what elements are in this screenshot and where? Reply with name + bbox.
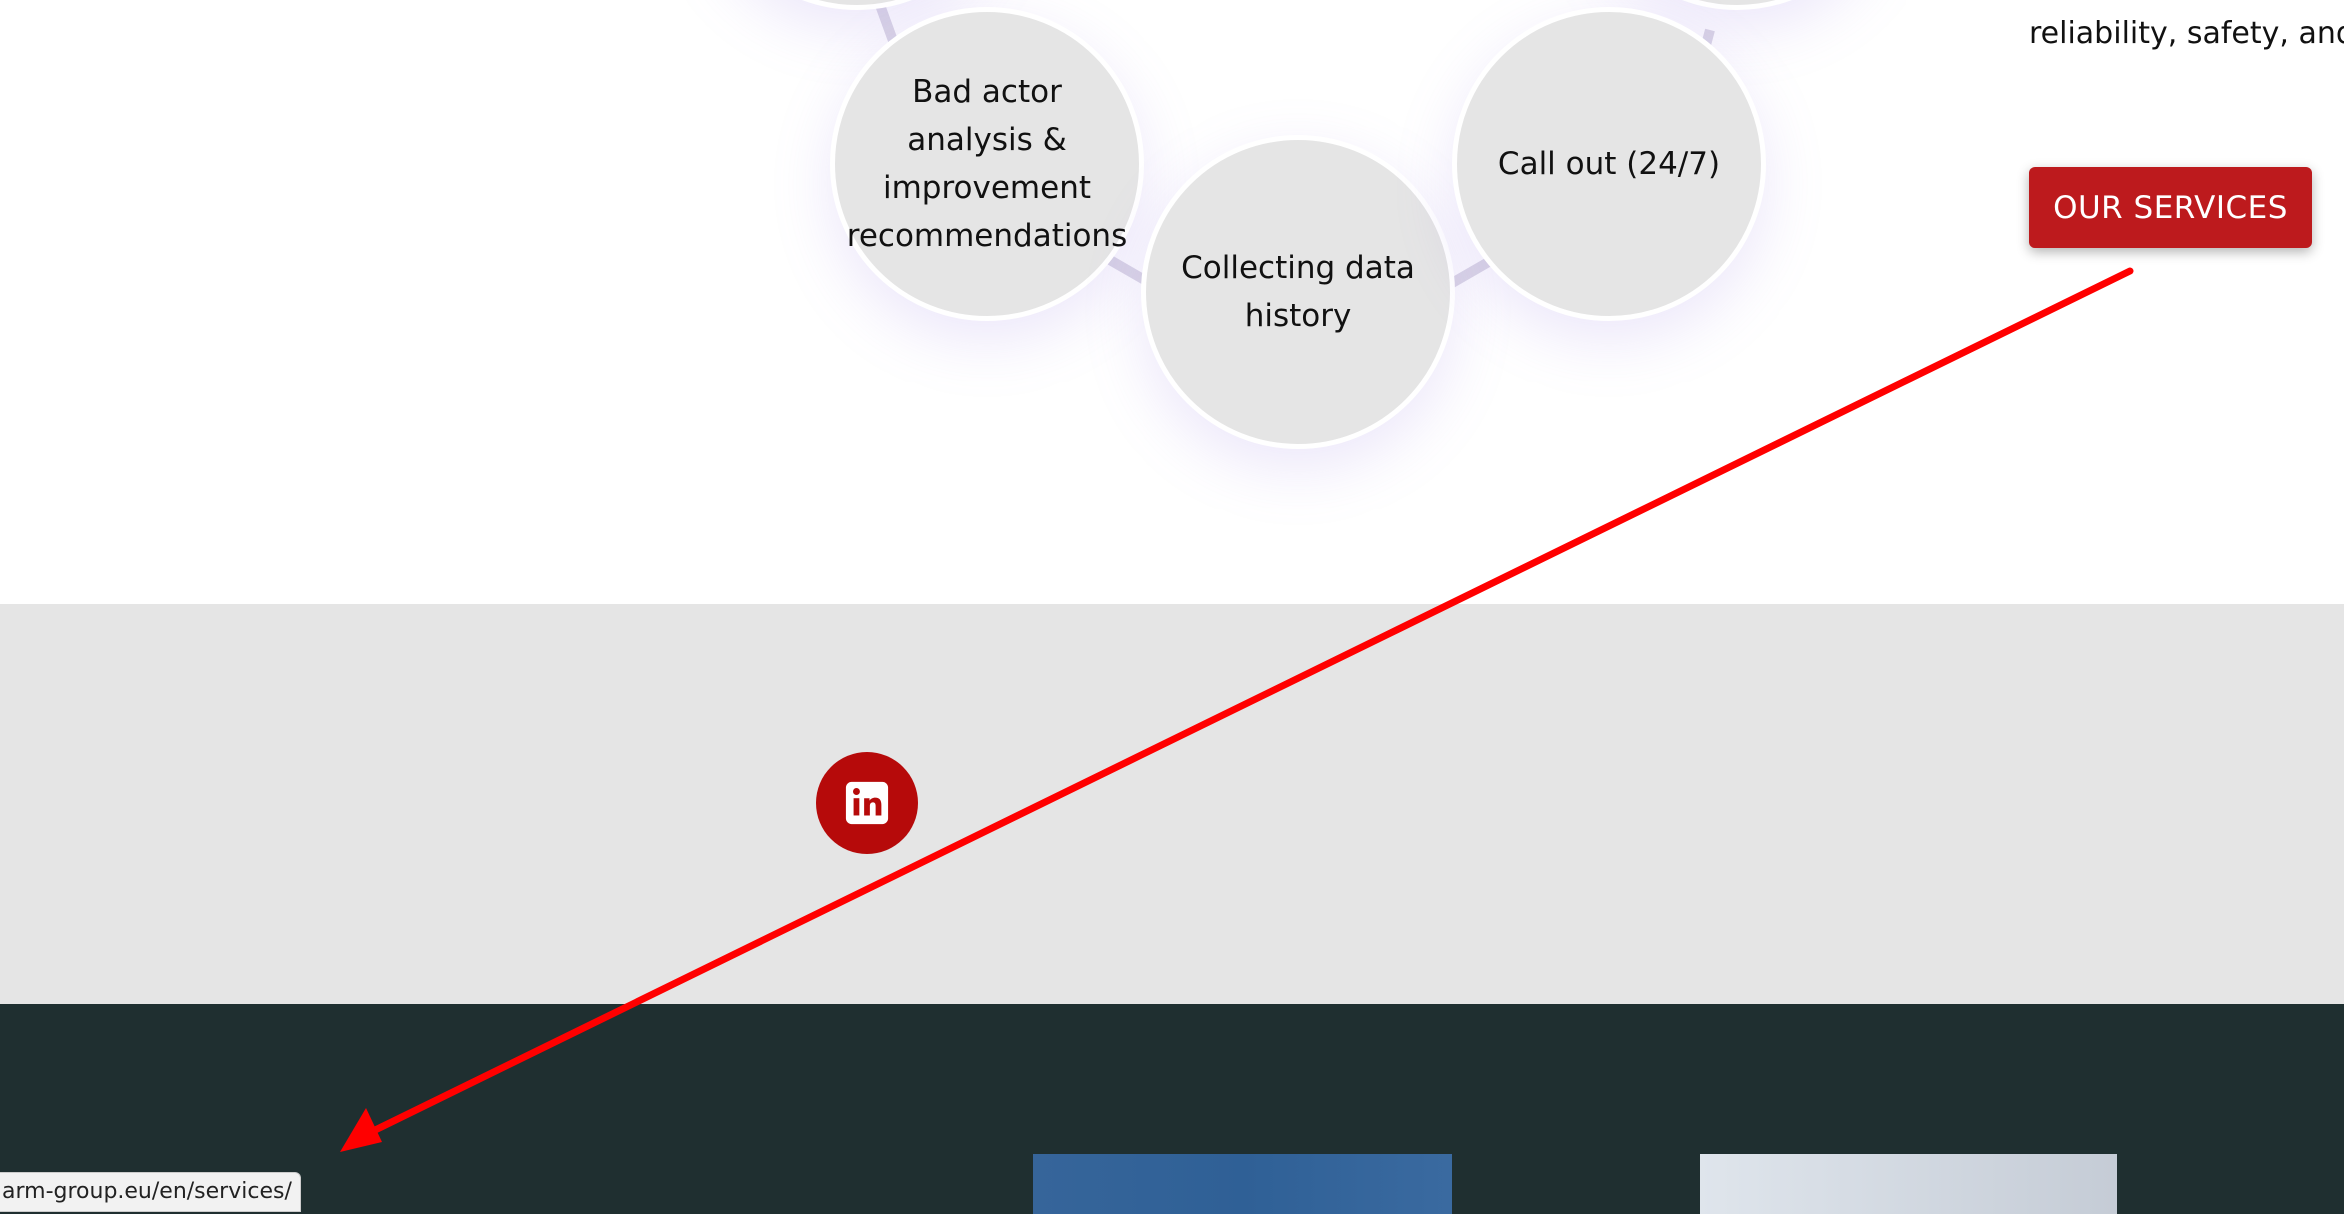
wheel-item-call-out: Call out (24/7) [1452,7,1766,321]
footer-image-cranes [1033,1154,1452,1214]
social-section [0,604,2344,1004]
intro-text: reliability, safety, and [2029,16,2344,51]
wheel-item-label: Collecting data history [1181,250,1415,334]
wheel-item-label: Call out (24/7) [1497,146,1721,182]
footer-image-tower [1700,1154,2117,1214]
our-services-button[interactable]: OUR SERVICES [2029,167,2312,248]
wheel-item-label: Bad actor analysis & improvement recomme… [846,74,1128,254]
wheel-item-bad-actor: Bad actor analysis & improvement recomme… [830,7,1144,321]
wheel-item-collecting-data: Collecting data history [1141,135,1455,449]
linkedin-button[interactable] [816,752,918,854]
linkedin-icon [845,781,889,825]
status-bar-url: arm-group.eu/en/services/ [0,1172,301,1212]
